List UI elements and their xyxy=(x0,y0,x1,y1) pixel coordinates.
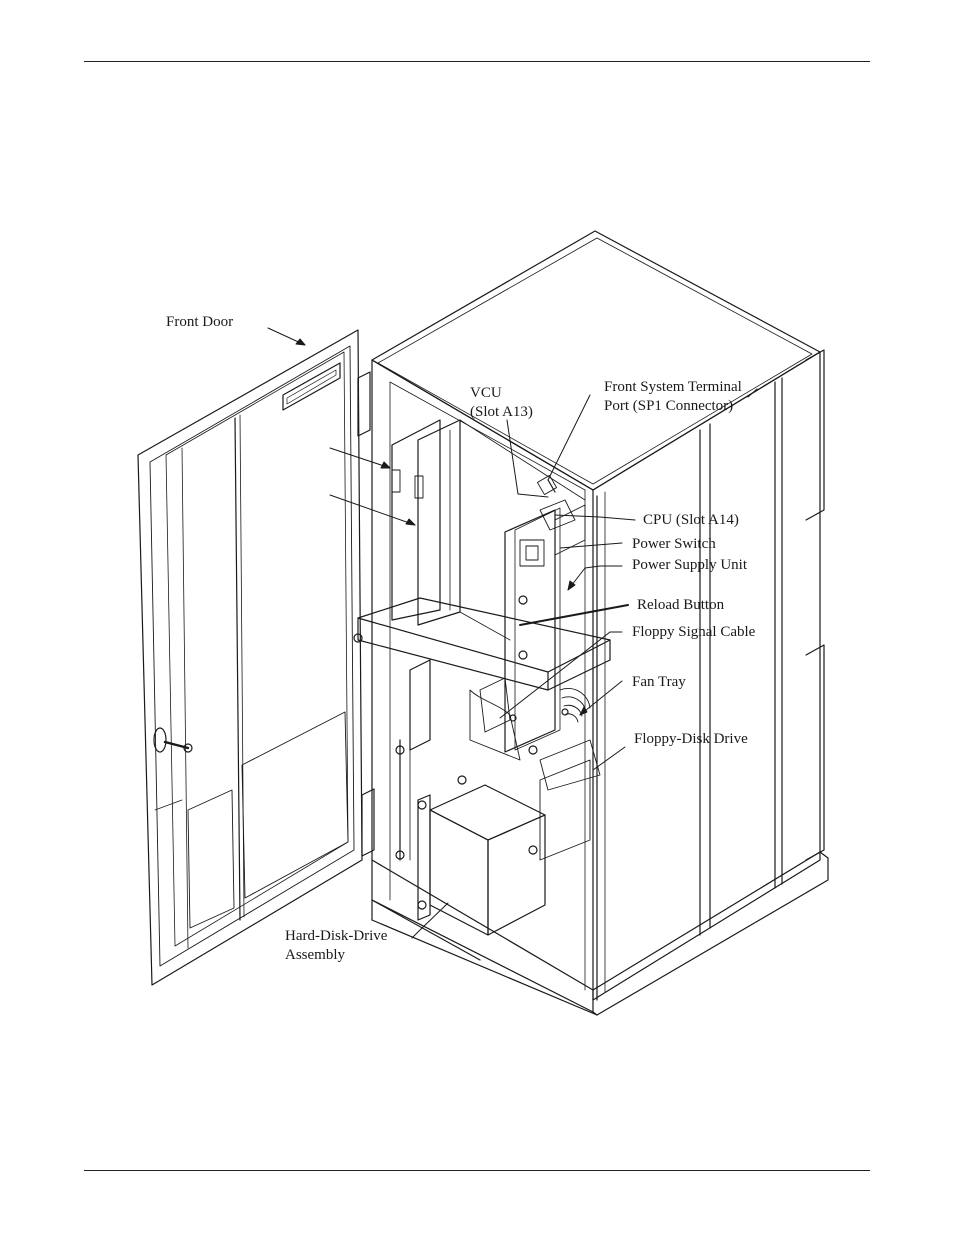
hard-disk-label-line1: Hard-Disk-Drive xyxy=(285,928,388,944)
mid-shelf xyxy=(357,597,611,691)
terminal-port-label-line1: Front System Terminal xyxy=(604,379,742,395)
reload-button-label: Reload Button xyxy=(637,597,725,613)
cabinet-body xyxy=(371,230,829,1016)
fan-tray-label: Fan Tray xyxy=(632,674,686,690)
front-door xyxy=(137,329,375,986)
hard-disk-assembly-label: Hard-Disk-Drive Assembly xyxy=(285,927,387,965)
vcu-label-line2: (Slot A13) xyxy=(470,404,533,420)
cpu-board xyxy=(504,474,586,753)
power-switch-label: Power Switch xyxy=(632,536,716,552)
card-cage xyxy=(391,419,586,641)
cpu-label: CPU (Slot A14) xyxy=(643,512,739,528)
footer-rule xyxy=(84,1170,870,1171)
leader-lines xyxy=(267,327,758,939)
hard-disk-assembly xyxy=(395,659,546,936)
floppy-signal-cable-label: Floppy Signal Cable xyxy=(632,624,756,640)
hard-disk-label-line2: Assembly xyxy=(285,947,345,963)
terminal-port-label-line2: Port (SP1 Connector) xyxy=(604,398,734,414)
power-supply-label: Power Supply Unit xyxy=(632,557,748,573)
floppy-cable-and-fan xyxy=(469,677,601,861)
header-rule xyxy=(84,61,870,62)
front-door-label: Front Door xyxy=(166,314,234,330)
terminal-port-label: Front System Terminal Port (SP1 Connecto… xyxy=(604,378,742,416)
floppy-disk-drive-label: Floppy-Disk Drive xyxy=(634,731,748,747)
vcu-label: VCU (Slot A13) xyxy=(470,384,533,422)
vcu-label-line1: VCU xyxy=(470,385,502,401)
